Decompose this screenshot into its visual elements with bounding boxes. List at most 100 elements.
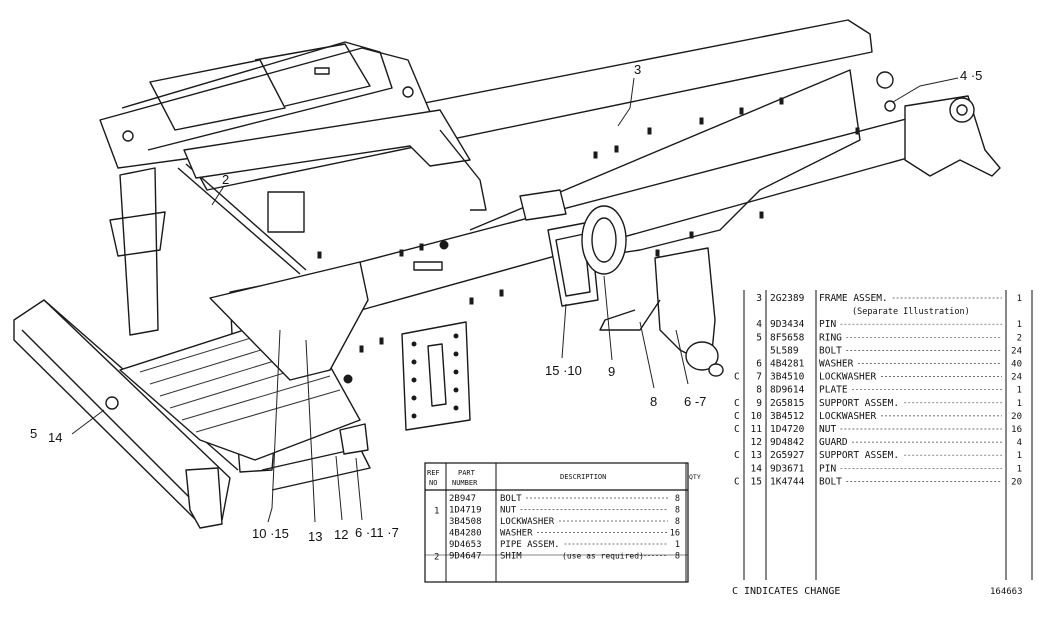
callout-9: 9 — [608, 364, 615, 379]
right-row-part-number: 3B4510 — [770, 372, 805, 383]
callout-5: 5 — [30, 426, 37, 441]
right-row-change-flag: C — [734, 411, 740, 422]
left-row-qty: 1 — [675, 540, 680, 550]
right-row-qty: 1 — [1017, 294, 1022, 304]
right-row-description: PIN — [819, 319, 836, 330]
right-row-part-number: 1D4720 — [770, 424, 805, 435]
figure-number: 164663 — [990, 587, 1023, 597]
left-row-part-number: 9D4653 — [449, 540, 482, 550]
right-row-description: BOLT — [819, 345, 842, 356]
right-row-ref: 9 — [756, 398, 762, 409]
right-row-change-flag: C — [734, 424, 740, 435]
right-row-description: WASHER — [819, 359, 854, 370]
left-parts-table: REF NO PART NUMBER DESCRIPTION QTY 2B947… — [424, 462, 701, 583]
right-row-description: BOLT — [819, 476, 842, 487]
left-row-qty: 8 — [675, 506, 680, 516]
right-row-part-number: 1K4744 — [770, 476, 805, 487]
right-row-ref: 5 — [756, 332, 762, 343]
right-row-ref: 3 — [756, 293, 762, 304]
left-row-part-number: 9D4647 — [449, 552, 482, 562]
callout-10-15: 10 ·15 — [252, 526, 289, 541]
left-row-qty: 8 — [675, 494, 680, 504]
left-head-description: DESCRIPTION — [560, 473, 606, 481]
right-row-ref: 8 — [756, 385, 762, 396]
left-head-no: NO — [429, 479, 437, 487]
right-row-ref: 4 — [756, 319, 762, 330]
right-row-part-number: 9D3671 — [770, 463, 805, 474]
left-row-qty: 16 — [670, 529, 680, 539]
callout-15-10: 15 ·10 — [545, 363, 582, 378]
right-row-qty: 24 — [1011, 346, 1022, 356]
right-row-ref: 6 — [756, 359, 762, 370]
left-row-ref: 2 — [434, 553, 439, 563]
change-indicator-note: C INDICATES CHANGE — [732, 586, 840, 597]
callout-leaders — [71, 77, 959, 523]
right-row-description: PIN — [819, 463, 836, 474]
left-head-number: NUMBER — [452, 479, 478, 487]
callout-12: 12 — [334, 527, 348, 542]
left-head-part: PART — [458, 469, 476, 477]
right-row-qty: 16 — [1011, 425, 1022, 435]
callout-6-11-7: 6 ·11 ·7 — [355, 525, 399, 540]
right-row-qty: 4 — [1017, 438, 1022, 448]
right-parts-table: 3 2G2389 FRAME ASSEM. 1 (Separate Illustrati… — [732, 290, 1033, 597]
right-row-ref: 12 — [751, 437, 762, 448]
left-head-qty: QTY — [689, 473, 701, 481]
right-row-description: FRAME ASSEM. — [819, 293, 888, 304]
right-row-description: SUPPORT ASSEM. — [819, 398, 899, 409]
right-row-change-flag: C — [734, 450, 740, 461]
right-row-description: NUT — [819, 424, 836, 435]
right-row-qty: 1 — [1017, 451, 1022, 461]
right-row-change-flag: C — [734, 476, 740, 487]
right-row-change-flag: C — [734, 372, 740, 383]
right-row-description: RING — [819, 332, 842, 343]
left-row-description: BOLT — [500, 494, 522, 504]
callout-4-5: 4 ·5 — [960, 68, 982, 83]
callout-2: 2 — [222, 172, 229, 187]
left-row-description: WASHER — [500, 529, 533, 539]
callout-14: 14 — [48, 430, 62, 445]
left-row-ref: 1 — [434, 507, 439, 517]
frame-illustration — [13, 19, 1001, 529]
right-row-ref: 15 — [751, 476, 762, 487]
right-row-qty: 24 — [1011, 373, 1022, 383]
right-row-description: LOCKWASHER — [819, 372, 876, 383]
left-head-ref: REF — [427, 469, 440, 477]
left-row-description: LOCKWASHER — [500, 517, 555, 527]
right-row-ref: 7 — [756, 372, 762, 383]
right-row-qty: 2 — [1017, 333, 1022, 343]
right-row-description: GUARD — [819, 437, 848, 448]
right-row-ref: 13 — [751, 450, 762, 461]
right-row-part-number: 2G5927 — [770, 450, 804, 461]
left-row-description: PIPE ASSEM. — [500, 540, 560, 550]
right-row-qty: 40 — [1011, 360, 1022, 370]
callout-3: 3 — [634, 62, 641, 77]
left-row-note: (use as required) — [562, 552, 644, 561]
right-row-part-number: 9D3434 — [770, 319, 805, 330]
left-row-description: SHIM — [500, 552, 522, 562]
right-row-change-flag: C — [734, 398, 740, 409]
right-row-ref: 11 — [751, 424, 763, 435]
right-row-qty: 1 — [1017, 320, 1022, 330]
right-row-part-number: 2G2389 — [770, 293, 805, 304]
left-row-part-number: 4B4280 — [449, 529, 482, 539]
right-row-part-number: 4B4281 — [770, 359, 805, 370]
right-row-ref: 14 — [751, 463, 763, 474]
right-row-part-number: 5L589 — [770, 345, 799, 356]
callout-labels: 3 4 ·5 2 5 14 10 ·15 13 12 6 ·11 ·7 15 ·… — [30, 62, 982, 544]
right-row-description: SUPPORT ASSEM. — [819, 450, 899, 461]
right-row-ref: 10 — [751, 411, 763, 422]
right-row-part-number: 9D4842 — [770, 437, 804, 448]
left-row-qty: 8 — [675, 517, 680, 527]
right-row-note: (Separate Illustration) — [852, 307, 970, 317]
callout-13: 13 — [308, 529, 322, 544]
right-row-qty: 20 — [1011, 412, 1022, 422]
right-row-qty: 1 — [1017, 399, 1022, 409]
left-row-part-number: 2B947 — [449, 494, 476, 504]
callout-6-7: 6 -7 — [684, 394, 706, 409]
left-row-part-number: 3B4508 — [449, 517, 482, 527]
callout-8: 8 — [650, 394, 657, 409]
right-row-qty: 1 — [1017, 386, 1022, 396]
left-row-qty: 8 — [675, 552, 680, 562]
